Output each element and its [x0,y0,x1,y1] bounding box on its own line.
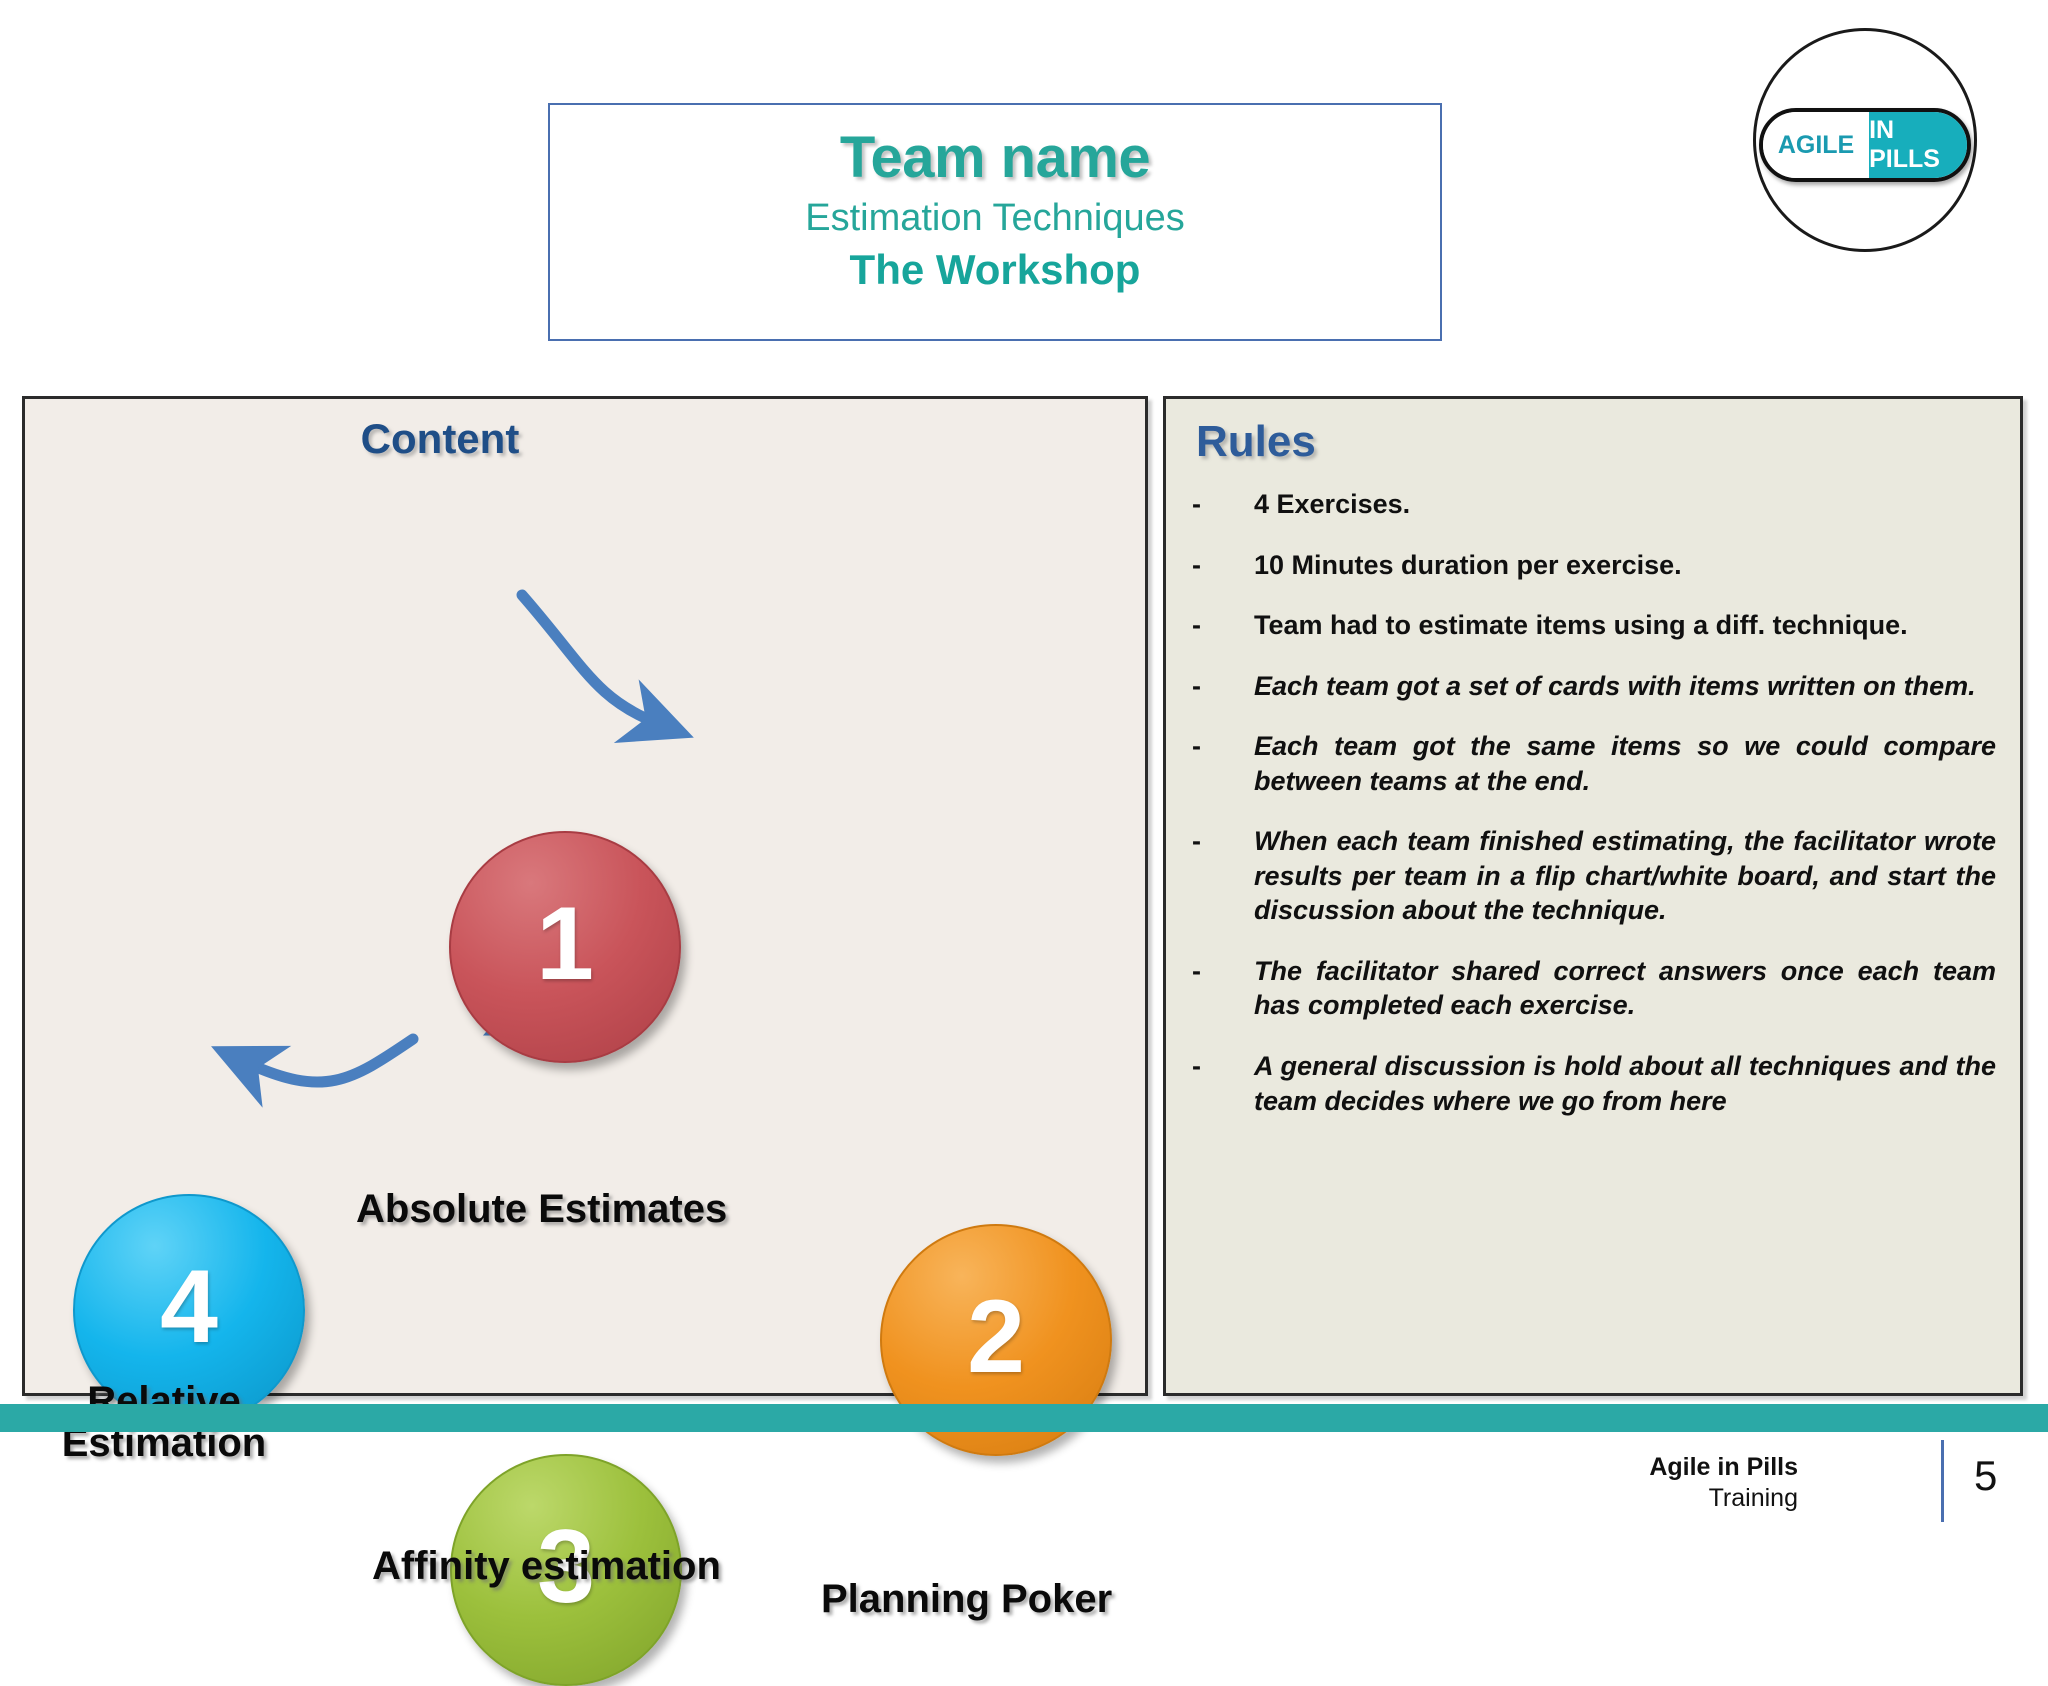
rule-bullet-marker: - [1192,610,1201,641]
rule-bullet-marker: - [1192,489,1201,519]
content-heading: Content [360,415,520,462]
footer-accent-bar [0,1404,2048,1432]
footer-brand-sub: Training [1708,1483,1798,1512]
rule-item: - 4 Exercises. [1192,487,2002,522]
rule-item: - 10 Minutes duration per exercise. [1192,548,2002,583]
footer-brand-name: Agile in Pills [1649,1453,1798,1481]
arrow-1-to-2 [516,589,694,743]
rule-bullet-marker: - [1192,549,1201,580]
rule-item: - A general discussion is hold about all … [1192,1049,2002,1118]
rule-bullet-marker: - [1192,670,1201,701]
agile-in-pills-logo: AGILE IN PILLS [1753,28,1977,252]
cycle-node-3-label: Affinity estimation [372,1544,721,1588]
rule-item: - The facilitator shared correct answers … [1192,954,2002,1023]
content-panel: Content 1 2 3 4 [22,396,1148,1686]
pill-icon: AGILE IN PILLS [1759,108,1971,182]
rule-item-text: 10 Minutes duration per exercise. [1254,549,1682,580]
page-subtitle: Estimation Techniques [805,197,1185,239]
footer-divider [1941,1440,1944,1522]
cycle-node-4-number: 4 [160,1249,218,1365]
footer-brand: Agile in Pills Training [1649,1452,1798,1513]
rules-list: - 4 Exercises. - 10 Minutes duration per ex… [1192,487,2002,1144]
rule-item: - Each team got a set of cards with items… [1192,669,2002,704]
cycle-node-4[interactable]: 4 [73,1194,305,1426]
cycle-node-1-number: 1 [536,886,594,1002]
rule-item-text: Each team got the same items so we could… [1254,731,1996,796]
cycle-node-2-label: Planning Poker [821,1577,1113,1621]
pill-left-half: AGILE [1763,112,1870,178]
rule-bullet-marker: - [1192,955,1201,986]
rule-item-text: The facilitator shared correct answers o… [1254,955,1996,1021]
rule-item-text: A general discussion is hold about all t… [1254,1051,1996,1116]
cycle-node-1-label: Absolute Estimates [356,1187,728,1231]
cycle-node-2-number: 2 [967,1279,1025,1395]
rule-bullet-marker: - [1192,1051,1201,1082]
rule-item: - Each team got the same items so we coul… [1192,729,2002,798]
cycle-node-1[interactable]: 1 [449,831,681,1063]
page-title-third-line: The Workshop [849,246,1141,293]
page-number: 5 [1974,1452,1998,1499]
rule-item: - Team had to estimate items using a diff… [1192,608,2002,643]
rule-item-text: 4 Exercises. [1254,489,1411,519]
rules-heading: Rules [1196,417,1316,466]
rule-item-text: Team had to estimate items using a diff.… [1254,610,1908,641]
rule-item: - When each team finished estimating, the… [1192,824,2002,928]
rules-panel: Rules - 4 Exercises. - 10 Minutes duration … [1163,396,2023,1396]
rule-bullet-marker: - [1192,731,1201,762]
title-box: Team name Estimation Techniques The Work… [548,103,1442,341]
rule-item-text: When each team finished estimating, the … [1254,826,1996,926]
page-title: Team name [839,125,1151,190]
logo-text-in-pills: IN PILLS [1869,116,1940,173]
arrow-3-to-4 [211,1033,419,1108]
rule-item-text: Each team got a set of cards with items … [1254,670,1976,701]
logo-text-agile: AGILE [1777,130,1855,159]
pill-right-half: IN PILLS [1869,112,1967,178]
rule-bullet-marker: - [1192,826,1201,857]
